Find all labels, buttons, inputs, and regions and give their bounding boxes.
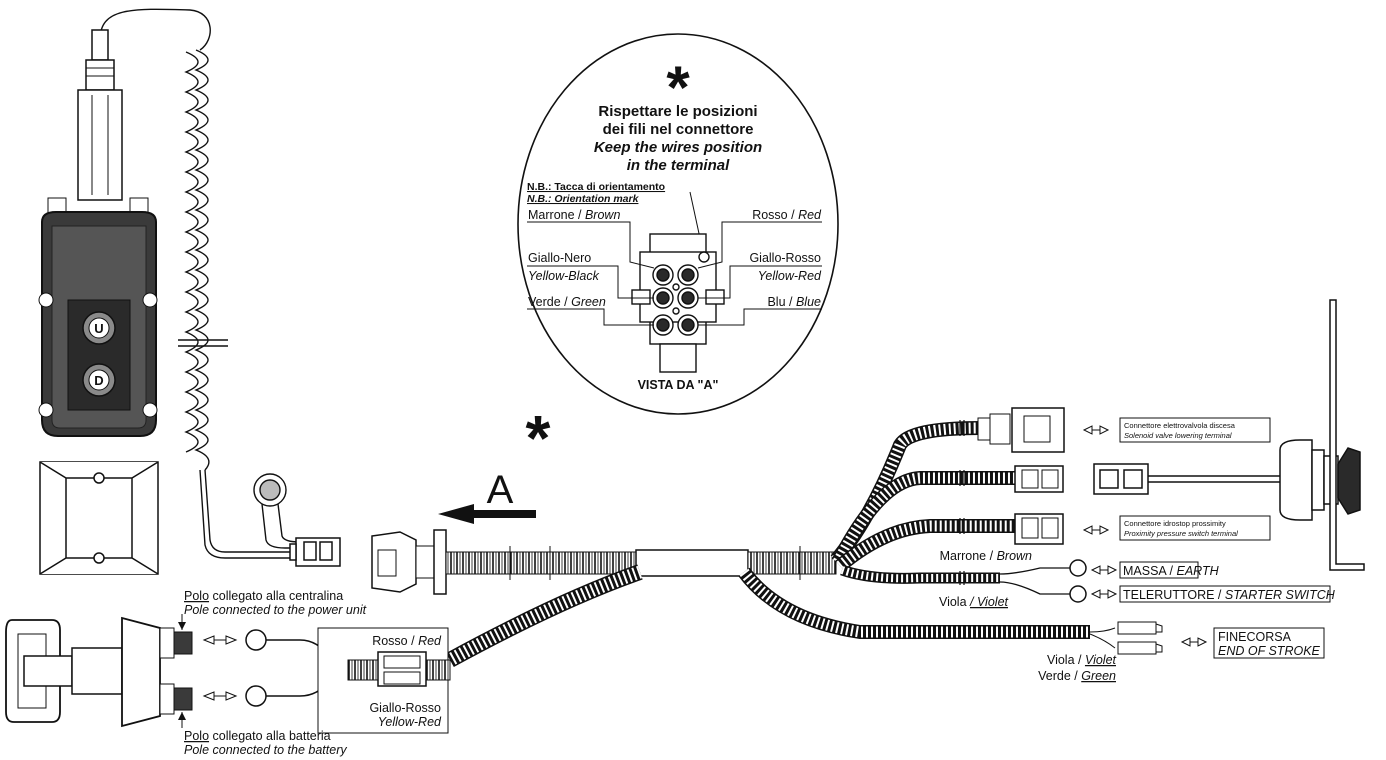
solenoid-label-it: Connettore elettrovalvola discesa [1124, 421, 1236, 430]
warning-english-2: in the terminal [627, 157, 730, 174]
pendant-connector [289, 537, 341, 567]
label-red-en: Red [798, 208, 822, 222]
buzzer [253, 473, 301, 549]
label-green-it: Verde / [528, 295, 571, 309]
label-yellow-red-it: Giallo-Rosso [749, 251, 821, 265]
down-button: D [82, 363, 116, 397]
svg-text:Verde / Green: Verde / Green [1038, 669, 1116, 683]
pole-top-en: Pole connected to the power unit [184, 603, 367, 617]
coiled-cable [99, 8, 295, 559]
label-blue-en: Blue [796, 295, 821, 309]
eos-label-en: END OF STROKE [1218, 644, 1321, 658]
svg-text:Rosso / Red: Rosso / Red [372, 634, 442, 648]
svg-text:Viola / Violet: Viola / Violet [939, 595, 1009, 609]
svg-text:Verde / Green: Verde / Green [528, 295, 606, 309]
earth-label-en: EARTH [1177, 564, 1220, 578]
pole-bottom-it-underlined: Polo [184, 729, 209, 743]
svg-text:Marrone / Brown: Marrone / Brown [940, 549, 1032, 563]
fuse-red-en: Red [418, 634, 442, 648]
svg-text:Blu / Blue: Blu / Blue [767, 295, 821, 309]
main-harness [371, 299, 1365, 668]
pendant-control: U D [38, 29, 158, 437]
arrow-label: A [487, 468, 514, 512]
pole-bottom-en: Pole connected to the battery [184, 743, 347, 757]
battery-disconnect-switch: Rosso / Red Giallo-Rosso Yellow-Red Polo… [5, 589, 451, 757]
label-blue-it: Blu / [767, 295, 796, 309]
eos-violet-en: Violet [1085, 653, 1117, 667]
down-button-label: D [94, 373, 103, 388]
pressure-switch [1093, 299, 1365, 571]
svg-text:Marrone / Brown: Marrone / Brown [528, 208, 620, 222]
eos-label-it: FINECORSA [1218, 630, 1292, 644]
view-a-label: VISTA DA "A" [638, 378, 719, 392]
label-green-en: Green [571, 295, 606, 309]
proximity-label-en: Proximity pressure switch terminal [1124, 529, 1238, 538]
up-button: U [82, 311, 116, 345]
nb-note-english: N.B.: Orientation mark [527, 193, 640, 205]
brown-wire-en: Brown [997, 549, 1032, 563]
fuse-yellow-red-en: Yellow-Red [378, 715, 442, 729]
label-brown-en: Brown [585, 208, 620, 222]
nb-note-italian: N.B.: Tacca di orientamento [527, 181, 665, 193]
up-button-label: U [94, 321, 103, 336]
solenoid-label-en: Solenoid valve lowering terminal [1124, 431, 1232, 440]
asterisk-mark-2: * [526, 402, 551, 474]
warning-italian-2: dei fili nel connettore [603, 121, 754, 138]
label-yellow-red-en: Yellow-Red [758, 269, 822, 283]
label-red-it: Rosso / [752, 208, 798, 222]
svg-text:Polo collegato alla batteria: Polo collegato alla batteria [184, 729, 331, 743]
fuse-yellow-red-it: Giallo-Rosso [369, 701, 441, 715]
brown-wire-it: Marrone / [940, 549, 997, 563]
eos-violet-it: Viola / [1047, 653, 1085, 667]
eos-green-it: Verde / [1038, 669, 1081, 683]
label-yellow-black-it: Giallo-Nero [528, 251, 591, 265]
svg-text:Viola / Violet: Viola / Violet [1047, 653, 1117, 667]
fuse-red-it: Rosso / [372, 634, 418, 648]
view-arrow: * A [438, 402, 551, 524]
connector-face [631, 233, 725, 373]
starter-label-it: TELERUTTORE / [1123, 588, 1225, 602]
svg-text:MASSA / EARTH: MASSA / EARTH [1123, 564, 1220, 578]
pole-top-it-underlined: Polo [184, 589, 209, 603]
warning-english-1: Keep the wires position [594, 139, 762, 156]
svg-text:Rosso / Red: Rosso / Red [752, 208, 822, 222]
right-labels: Connettore elettrovalvola discesa Soleno… [939, 417, 1336, 683]
eos-green-en: Green [1081, 669, 1116, 683]
warning-italian-1: Rispettare le posizioni [598, 103, 757, 120]
violet-wire-en: / Violet [969, 595, 1009, 609]
pole-bottom-it: collegato alla batteria [209, 729, 331, 743]
label-brown-it: Marrone / [528, 208, 585, 222]
proximity-label-it: Connettore idrostop prossimity [1124, 519, 1226, 528]
earth-label-it: MASSA / [1123, 564, 1177, 578]
connector-detail-oval: * Rispettare le posizioni dei fili nel c… [517, 33, 839, 415]
asterisk-mark: * [666, 54, 690, 121]
svg-text:TELERUTTORE / STARTER SWITCH: TELERUTTORE / STARTER SWITCH [1123, 588, 1336, 602]
svg-text:Polo collegato alla centralina: Polo collegato alla centralina [184, 589, 343, 603]
starter-label-en: STARTER SWITCH [1225, 588, 1336, 602]
wall-bracket [39, 461, 159, 575]
pole-top-it: collegato alla centralina [209, 589, 343, 603]
violet-wire-it: Viola [939, 595, 970, 609]
label-yellow-black-en: Yellow-Black [528, 269, 600, 283]
